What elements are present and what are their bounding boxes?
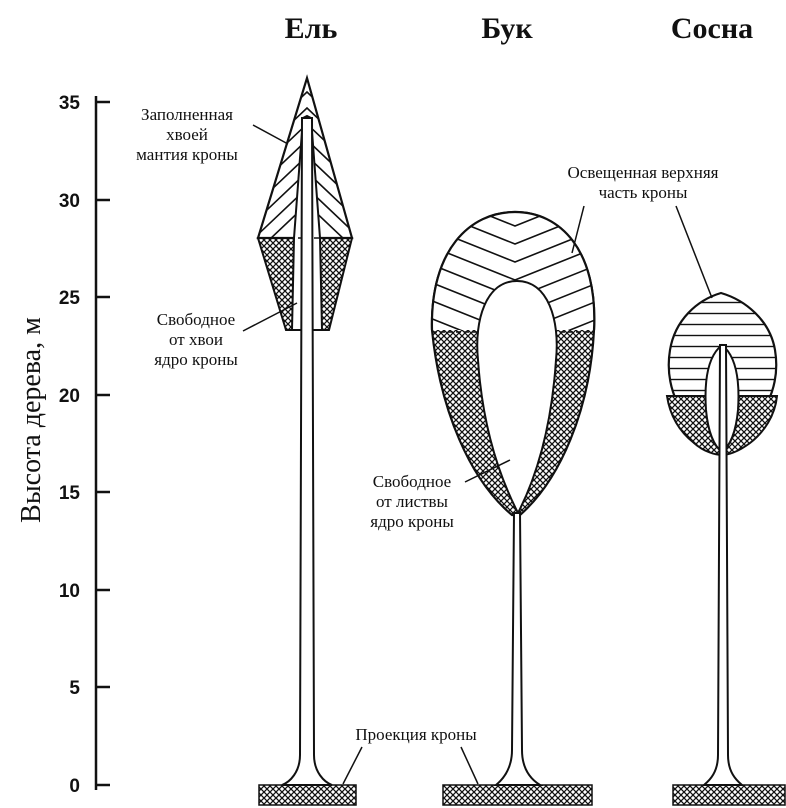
species-title-spruce: Ель xyxy=(285,12,338,45)
species-title-beech: Бук xyxy=(481,12,533,45)
leader-line xyxy=(572,206,584,253)
y-tick-label: 15 xyxy=(59,483,81,504)
spruce-tree xyxy=(250,78,364,785)
leader-line xyxy=(253,125,288,144)
svg-text:ядро кроны: ядро кроны xyxy=(154,350,238,369)
crown-projection-spruce xyxy=(259,785,356,805)
annotation-free-core-leaves: Свободное от листвы ядро кроны xyxy=(370,460,510,531)
leader-line xyxy=(676,206,712,298)
crown-projection-beech xyxy=(443,785,592,805)
svg-text:Свободное: Свободное xyxy=(157,310,235,329)
svg-text:мантия кроны: мантия кроны xyxy=(136,145,238,164)
svg-text:Освещенная верхняя: Освещенная верхняя xyxy=(568,163,719,182)
beech-trunk xyxy=(496,513,540,785)
svg-text:хвоей: хвоей xyxy=(166,125,208,144)
y-tick-label: 0 xyxy=(69,776,80,797)
svg-text:Свободное: Свободное xyxy=(373,472,451,491)
svg-text:Проекция кроны: Проекция кроны xyxy=(355,725,477,744)
svg-text:ядро кроны: ядро кроны xyxy=(370,512,454,531)
y-tick-label: 5 xyxy=(69,678,80,699)
svg-text:часть кроны: часть кроны xyxy=(599,183,688,202)
y-tick-label: 30 xyxy=(59,191,80,212)
y-tick-label: 10 xyxy=(59,581,80,602)
crown-projection-pine xyxy=(673,785,785,805)
svg-text:от листвы: от листвы xyxy=(376,492,449,511)
svg-text:от хвои: от хвои xyxy=(169,330,223,349)
annotation-free-core-needles: Свободное от хвои ядро кроны xyxy=(154,303,297,369)
y-axis-title: Высота дерева, м xyxy=(16,317,47,523)
y-tick-label: 35 xyxy=(59,93,81,114)
y-axis-ticks xyxy=(96,102,110,785)
svg-text:Заполненная: Заполненная xyxy=(141,105,233,124)
species-title-pine: Сосна xyxy=(671,12,753,45)
y-axis: 0 5 10 15 20 25 30 35 Высота дерева, м xyxy=(16,93,110,797)
leader-line xyxy=(461,747,478,784)
annotation-filled-mantle: Заполненная хвоей мантия кроны xyxy=(136,105,288,164)
annotation-projection: Проекция кроны xyxy=(343,725,478,784)
pine-tree xyxy=(667,293,777,785)
leader-line xyxy=(343,747,362,784)
y-tick-label: 25 xyxy=(59,288,81,309)
y-tick-label: 20 xyxy=(59,386,80,407)
